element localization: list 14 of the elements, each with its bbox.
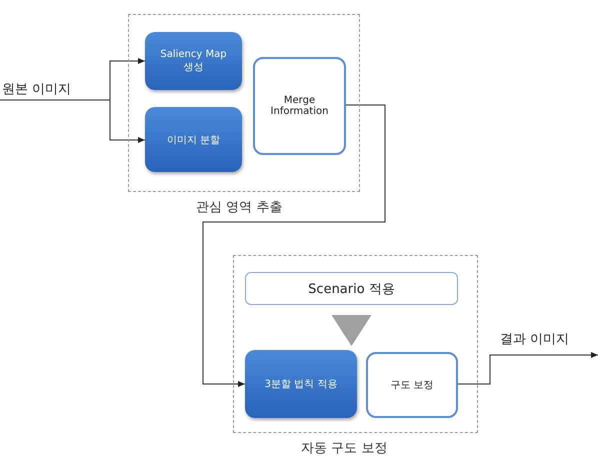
- down-arrow: [332, 315, 372, 346]
- process-box: 구도 보정: [366, 352, 458, 418]
- group-heading: 자동 구도 보정: [301, 440, 388, 457]
- edge-label: 원본 이미지: [2, 80, 72, 98]
- process-box: 이미지 분할: [145, 107, 242, 172]
- process-box: Merge Information: [253, 57, 346, 155]
- arrow: [458, 352, 598, 384]
- arrow: [202, 104, 386, 387]
- group-heading: 관심 영역 추출: [196, 199, 282, 216]
- arrow: [0, 100, 146, 143]
- edge-label: 결과 이미지: [500, 330, 570, 348]
- process-box: 3분할 법칙 적용: [245, 350, 357, 418]
- process-box: Scenario 적용: [245, 272, 458, 305]
- process-box: Saliency Map 생성: [145, 32, 242, 90]
